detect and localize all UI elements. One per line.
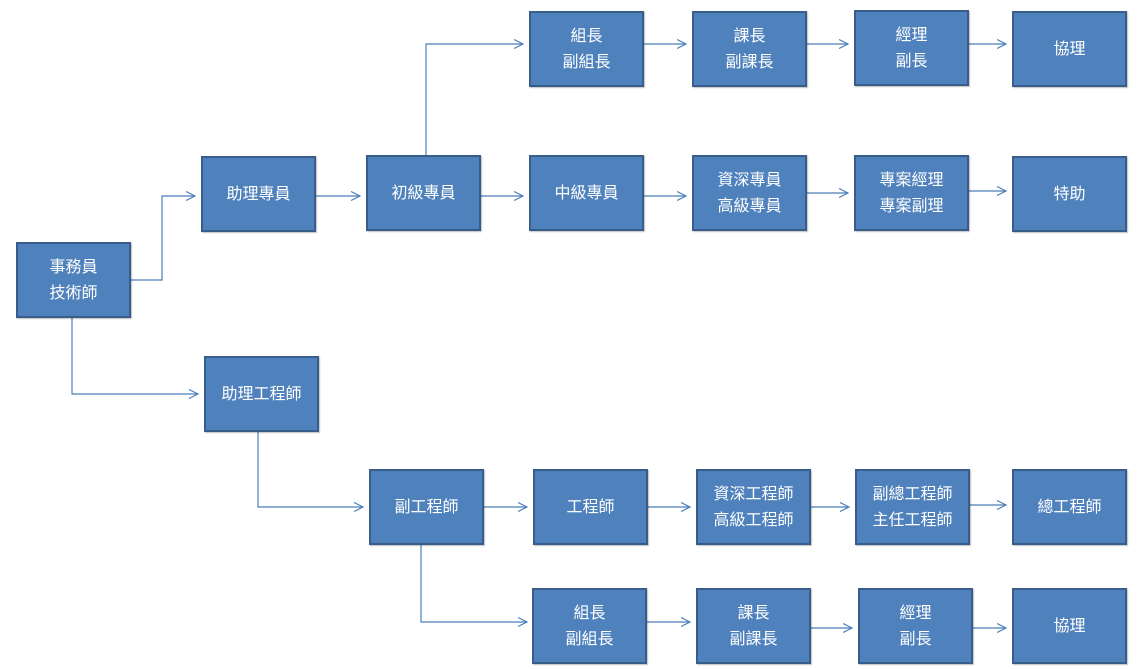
node-junior-specialist: 初級專員 bbox=[366, 155, 481, 231]
node-label-line: 協理 bbox=[1053, 616, 1086, 635]
node-label-line: 資深工程師 bbox=[713, 484, 794, 503]
node-label-line: 副長 bbox=[895, 51, 928, 70]
node-label-line: 副組長 bbox=[565, 629, 614, 648]
node-special-assistant: 特助 bbox=[1012, 156, 1127, 232]
node-team-leader-top: 組長 副組長 bbox=[529, 11, 644, 87]
node-label-line: 副組長 bbox=[562, 52, 611, 71]
node-label-line: 特助 bbox=[1053, 184, 1086, 203]
node-senior-engineer: 資深工程師 高級工程師 bbox=[696, 469, 811, 545]
node-label-line: 副課長 bbox=[725, 52, 774, 71]
node-label-line: 組長 bbox=[570, 26, 603, 45]
node-label-line: 協理 bbox=[1053, 39, 1086, 58]
node-assistant-engineer: 助理工程師 bbox=[204, 356, 319, 432]
node-label-line: 組長 bbox=[573, 603, 606, 622]
node-label-line: 中級專員 bbox=[554, 183, 619, 202]
node-label-line: 事務員 bbox=[49, 257, 98, 276]
node-label-line: 高級工程師 bbox=[713, 510, 794, 529]
node-engineer: 工程師 bbox=[533, 469, 648, 545]
node-deputy-chief-engineer: 副總工程師 主任工程師 bbox=[855, 469, 970, 545]
connector-start-to-assistant-specialist bbox=[130, 196, 195, 281]
node-manager-top: 經理 副長 bbox=[854, 10, 969, 86]
node-label-line: 經理 bbox=[895, 25, 928, 44]
connector-junior-to-team-leader-top bbox=[425, 44, 523, 156]
node-label-line: 副長 bbox=[899, 629, 932, 648]
node-label-line: 助理專員 bbox=[226, 184, 291, 203]
connector-assistant-engineer-to-associate bbox=[257, 431, 363, 507]
node-label-line: 技術師 bbox=[49, 283, 98, 302]
node-label-line: 副課長 bbox=[729, 629, 778, 648]
connector-start-to-assistant-engineer bbox=[71, 317, 198, 394]
node-section-chief-top: 課長 副課長 bbox=[692, 11, 807, 87]
node-label-line: 專案經理 bbox=[879, 170, 944, 189]
node-label-line: 總工程師 bbox=[1037, 497, 1102, 516]
node-mid-specialist: 中級專員 bbox=[529, 155, 644, 231]
node-senior-specialist: 資深專員 高級專員 bbox=[692, 155, 807, 231]
node-label-line: 課長 bbox=[737, 603, 770, 622]
node-section-chief-bottom: 課長 副課長 bbox=[696, 588, 811, 664]
node-label-line: 經理 bbox=[899, 603, 932, 622]
node-label-line: 助理工程師 bbox=[221, 384, 302, 403]
node-label-line: 初級專員 bbox=[391, 183, 456, 202]
node-label-line: 工程師 bbox=[566, 497, 615, 516]
node-label-line: 副總工程師 bbox=[872, 484, 953, 503]
node-associate-engineer: 副工程師 bbox=[369, 469, 484, 545]
node-associate-manager-top: 協理 bbox=[1012, 11, 1127, 87]
node-label-line: 資深專員 bbox=[717, 170, 782, 189]
node-team-leader-bottom: 組長 副組長 bbox=[532, 588, 647, 664]
node-label-line: 主任工程師 bbox=[872, 510, 953, 529]
node-label-line: 高級專員 bbox=[717, 196, 782, 215]
node-associate-manager-bottom: 協理 bbox=[1012, 588, 1127, 664]
node-label-line: 副工程師 bbox=[394, 497, 459, 516]
node-project-manager: 專案經理 專案副理 bbox=[854, 155, 969, 231]
connector-associate-to-team-leader-bottom bbox=[420, 544, 527, 622]
node-label-line: 課長 bbox=[733, 26, 766, 45]
node-start-clerk-technician: 事務員 技術師 bbox=[16, 242, 131, 318]
node-label-line: 專案副理 bbox=[879, 196, 944, 215]
node-chief-engineer: 總工程師 bbox=[1012, 469, 1127, 545]
node-manager-bottom: 經理 副長 bbox=[858, 588, 973, 664]
node-assistant-specialist: 助理專員 bbox=[201, 156, 316, 232]
